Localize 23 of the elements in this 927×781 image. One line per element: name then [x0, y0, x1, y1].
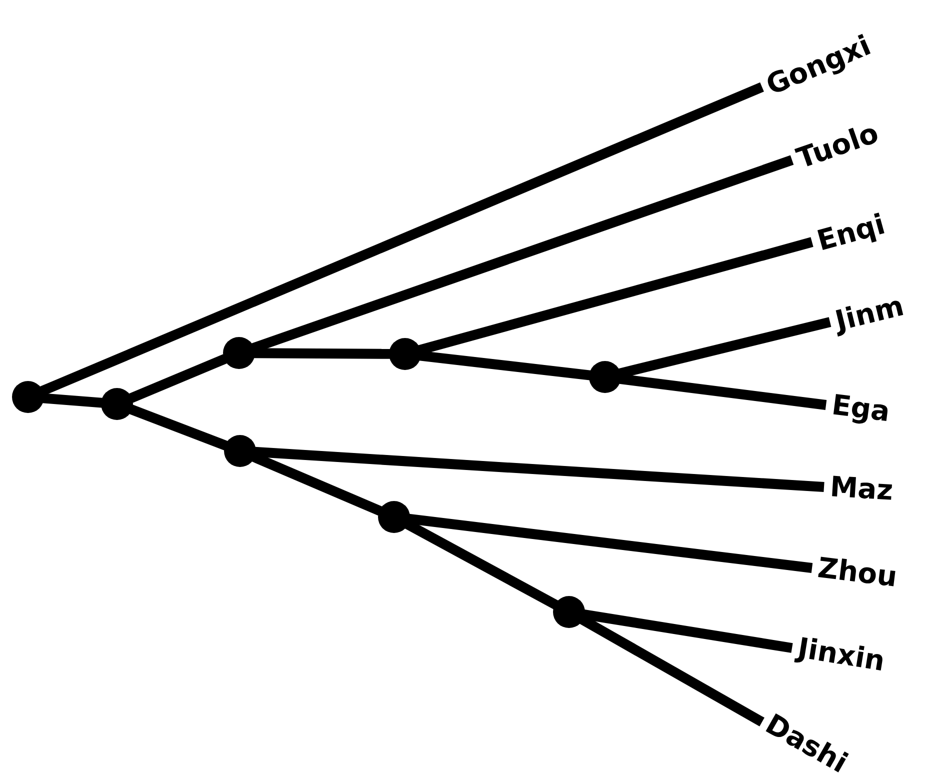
tree-branch	[418, 237, 814, 355]
branch-node	[553, 596, 585, 628]
tree-branch	[254, 446, 824, 492]
tree-branch	[129, 404, 228, 450]
tree-branch	[40, 82, 764, 396]
tree-branch	[618, 317, 832, 378]
branch-node	[378, 501, 410, 533]
tree-branch	[408, 514, 813, 573]
tree-branch	[42, 393, 102, 408]
taxon-label: Maz	[829, 473, 894, 505]
tree-branch	[128, 354, 228, 403]
tree-branch	[419, 350, 591, 380]
taxon-label: Tuolo	[793, 119, 882, 174]
taxon-label: Jinxin	[796, 634, 887, 676]
taxon-label: Enqi	[814, 210, 888, 256]
tree-branch	[619, 374, 827, 410]
taxon-label: Zhou	[816, 554, 899, 592]
tree-branch	[583, 609, 793, 653]
branch-node	[223, 337, 255, 369]
taxon-label: Ega	[830, 391, 892, 426]
taxon-label: Jinm	[832, 292, 906, 336]
tree-branch	[254, 348, 390, 359]
branch-node	[12, 381, 44, 413]
